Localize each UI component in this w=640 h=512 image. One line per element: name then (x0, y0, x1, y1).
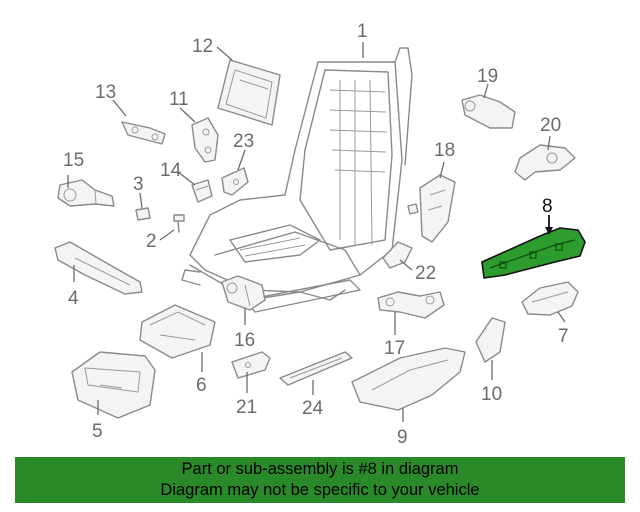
part-13-bracket[interactable] (121, 121, 166, 145)
part-8-highlighted-module[interactable] (481, 227, 586, 279)
part-2-bolt[interactable] (173, 214, 185, 233)
callout-13: 13 (95, 82, 116, 103)
part-back-panel[interactable] (217, 59, 281, 126)
part-15-motor[interactable] (57, 179, 115, 207)
callout-2: 2 (146, 231, 157, 252)
part-22-clip[interactable] (382, 241, 413, 269)
banner-line-disclaimer: Diagram may not be specific to your vehi… (160, 481, 480, 499)
callout-1: 1 (357, 21, 368, 42)
callout-3: 3 (133, 174, 144, 195)
part-5-console[interactable] (71, 351, 156, 419)
part-21-bracket[interactable] (231, 351, 271, 379)
callout-20: 20 (540, 115, 561, 136)
callout-10: 10 (481, 384, 502, 405)
callout-21: 21 (236, 397, 257, 418)
banner-line-part: Part or sub-assembly is #8 in diagram (181, 460, 459, 478)
part-18-motor[interactable] (407, 174, 456, 243)
part-19-motor[interactable] (461, 94, 516, 129)
part-9-side-cover[interactable] (351, 347, 466, 411)
leader-lines (67, 42, 566, 422)
part-7-switch[interactable] (521, 281, 579, 316)
callout-14: 14 (160, 160, 182, 181)
callout-16: 16 (234, 330, 255, 351)
part-seat-frame[interactable] (181, 47, 413, 313)
callout-18: 18 (434, 140, 455, 161)
notice-banner: Part or sub-assembly is #8 in diagram Di… (15, 457, 625, 503)
callout-8: 8 (542, 196, 553, 217)
callout-24: 24 (302, 398, 324, 419)
callout-4: 4 (68, 288, 79, 309)
callout-11: 11 (169, 89, 189, 110)
part-23-bracket[interactable] (221, 167, 249, 196)
callout-9: 9 (397, 427, 408, 448)
callout-23: 23 (233, 131, 254, 152)
seat-parts-diagram: 1 2 3 4 5 6 7 8 9 10 11 12 13 14 15 16 1… (54, 21, 586, 448)
part-4-side-trim[interactable] (54, 241, 143, 295)
callout-6: 6 (196, 375, 207, 396)
callout-5: 5 (92, 421, 103, 442)
callout-19: 19 (477, 66, 498, 87)
part-24-rail[interactable] (279, 351, 353, 386)
part-6-cover[interactable] (139, 304, 216, 359)
callout-12: 12 (192, 36, 213, 57)
callout-7: 7 (558, 326, 569, 347)
part-10-trim[interactable] (475, 317, 506, 363)
part-16-motor[interactable] (221, 275, 266, 311)
callout-22: 22 (415, 263, 436, 284)
part-11-bracket[interactable] (191, 117, 219, 163)
callout-labels: 1 2 3 4 5 6 7 8 9 10 11 12 13 14 15 16 1… (63, 21, 569, 448)
part-17-hinge[interactable] (377, 291, 445, 319)
part-14-clip[interactable] (191, 179, 213, 203)
callout-15: 15 (63, 150, 84, 171)
part-20-actuator[interactable] (514, 144, 576, 181)
part-3-nut[interactable] (135, 207, 151, 221)
callout-17: 17 (384, 338, 405, 359)
